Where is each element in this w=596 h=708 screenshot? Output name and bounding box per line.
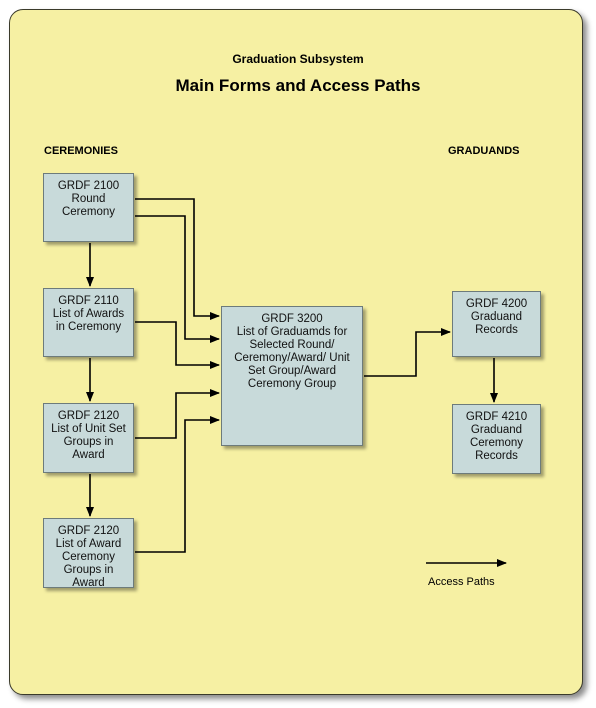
arrow-2120-unit-set-to-3200	[135, 389, 220, 439]
section-graduands-heading: GRADUANDS	[448, 145, 520, 157]
arrow-2120-award-ceremony-to-3200	[135, 416, 220, 553]
box-grdf-2120-unit-set-label: GRDF 2120 List of Unit Set Groups in Awa…	[51, 410, 126, 461]
box-grdf-2120-award-ceremony[interactable]: GRDF 2120 List of Award Ceremony Groups …	[43, 518, 134, 589]
box-grdf-2100-label: GRDF 2100 Round Ceremony	[57, 180, 120, 218]
box-grdf-4200-label: GRDF 4200 Graduand Records	[465, 298, 528, 336]
arrow-2100-top-to-3200	[135, 198, 220, 320]
box-grdf-3200[interactable]: GRDF 3200 List of Graduamds for Selected…	[221, 306, 363, 446]
box-grdf-2120-award-ceremony-label: GRDF 2120 List of Award Ceremony Groups …	[55, 525, 122, 589]
box-grdf-3200-label: GRDF 3200 List of Graduamds for Selected…	[234, 313, 350, 390]
arrow-2100-bottom-to-3200	[135, 215, 220, 343]
box-grdf-4210-label: GRDF 4210 Graduand Ceremony Records	[465, 411, 528, 462]
arrow-3200-to-4200	[364, 328, 451, 377]
section-ceremonies-heading: CEREMONIES	[44, 145, 118, 157]
box-grdf-2100[interactable]: GRDF 2100 Round Ceremony	[43, 173, 134, 242]
box-grdf-4210[interactable]: GRDF 4210 Graduand Ceremony Records	[452, 404, 541, 474]
box-grdf-2110-label: GRDF 2110 List of Awards in Ceremony	[52, 295, 125, 333]
arrow-2110-to-3200	[135, 321, 220, 369]
box-grdf-4200[interactable]: GRDF 4200 Graduand Records	[452, 291, 541, 357]
box-grdf-2110[interactable]: GRDF 2110 List of Awards in Ceremony	[43, 288, 134, 357]
box-grdf-2120-unit-set[interactable]: GRDF 2120 List of Unit Set Groups in Awa…	[43, 403, 134, 473]
diagram-title: Main Forms and Access Paths	[175, 76, 421, 95]
diagram-subtitle: Graduation Subsystem	[232, 52, 364, 66]
legend-access-paths-label: Access Paths	[428, 576, 495, 588]
